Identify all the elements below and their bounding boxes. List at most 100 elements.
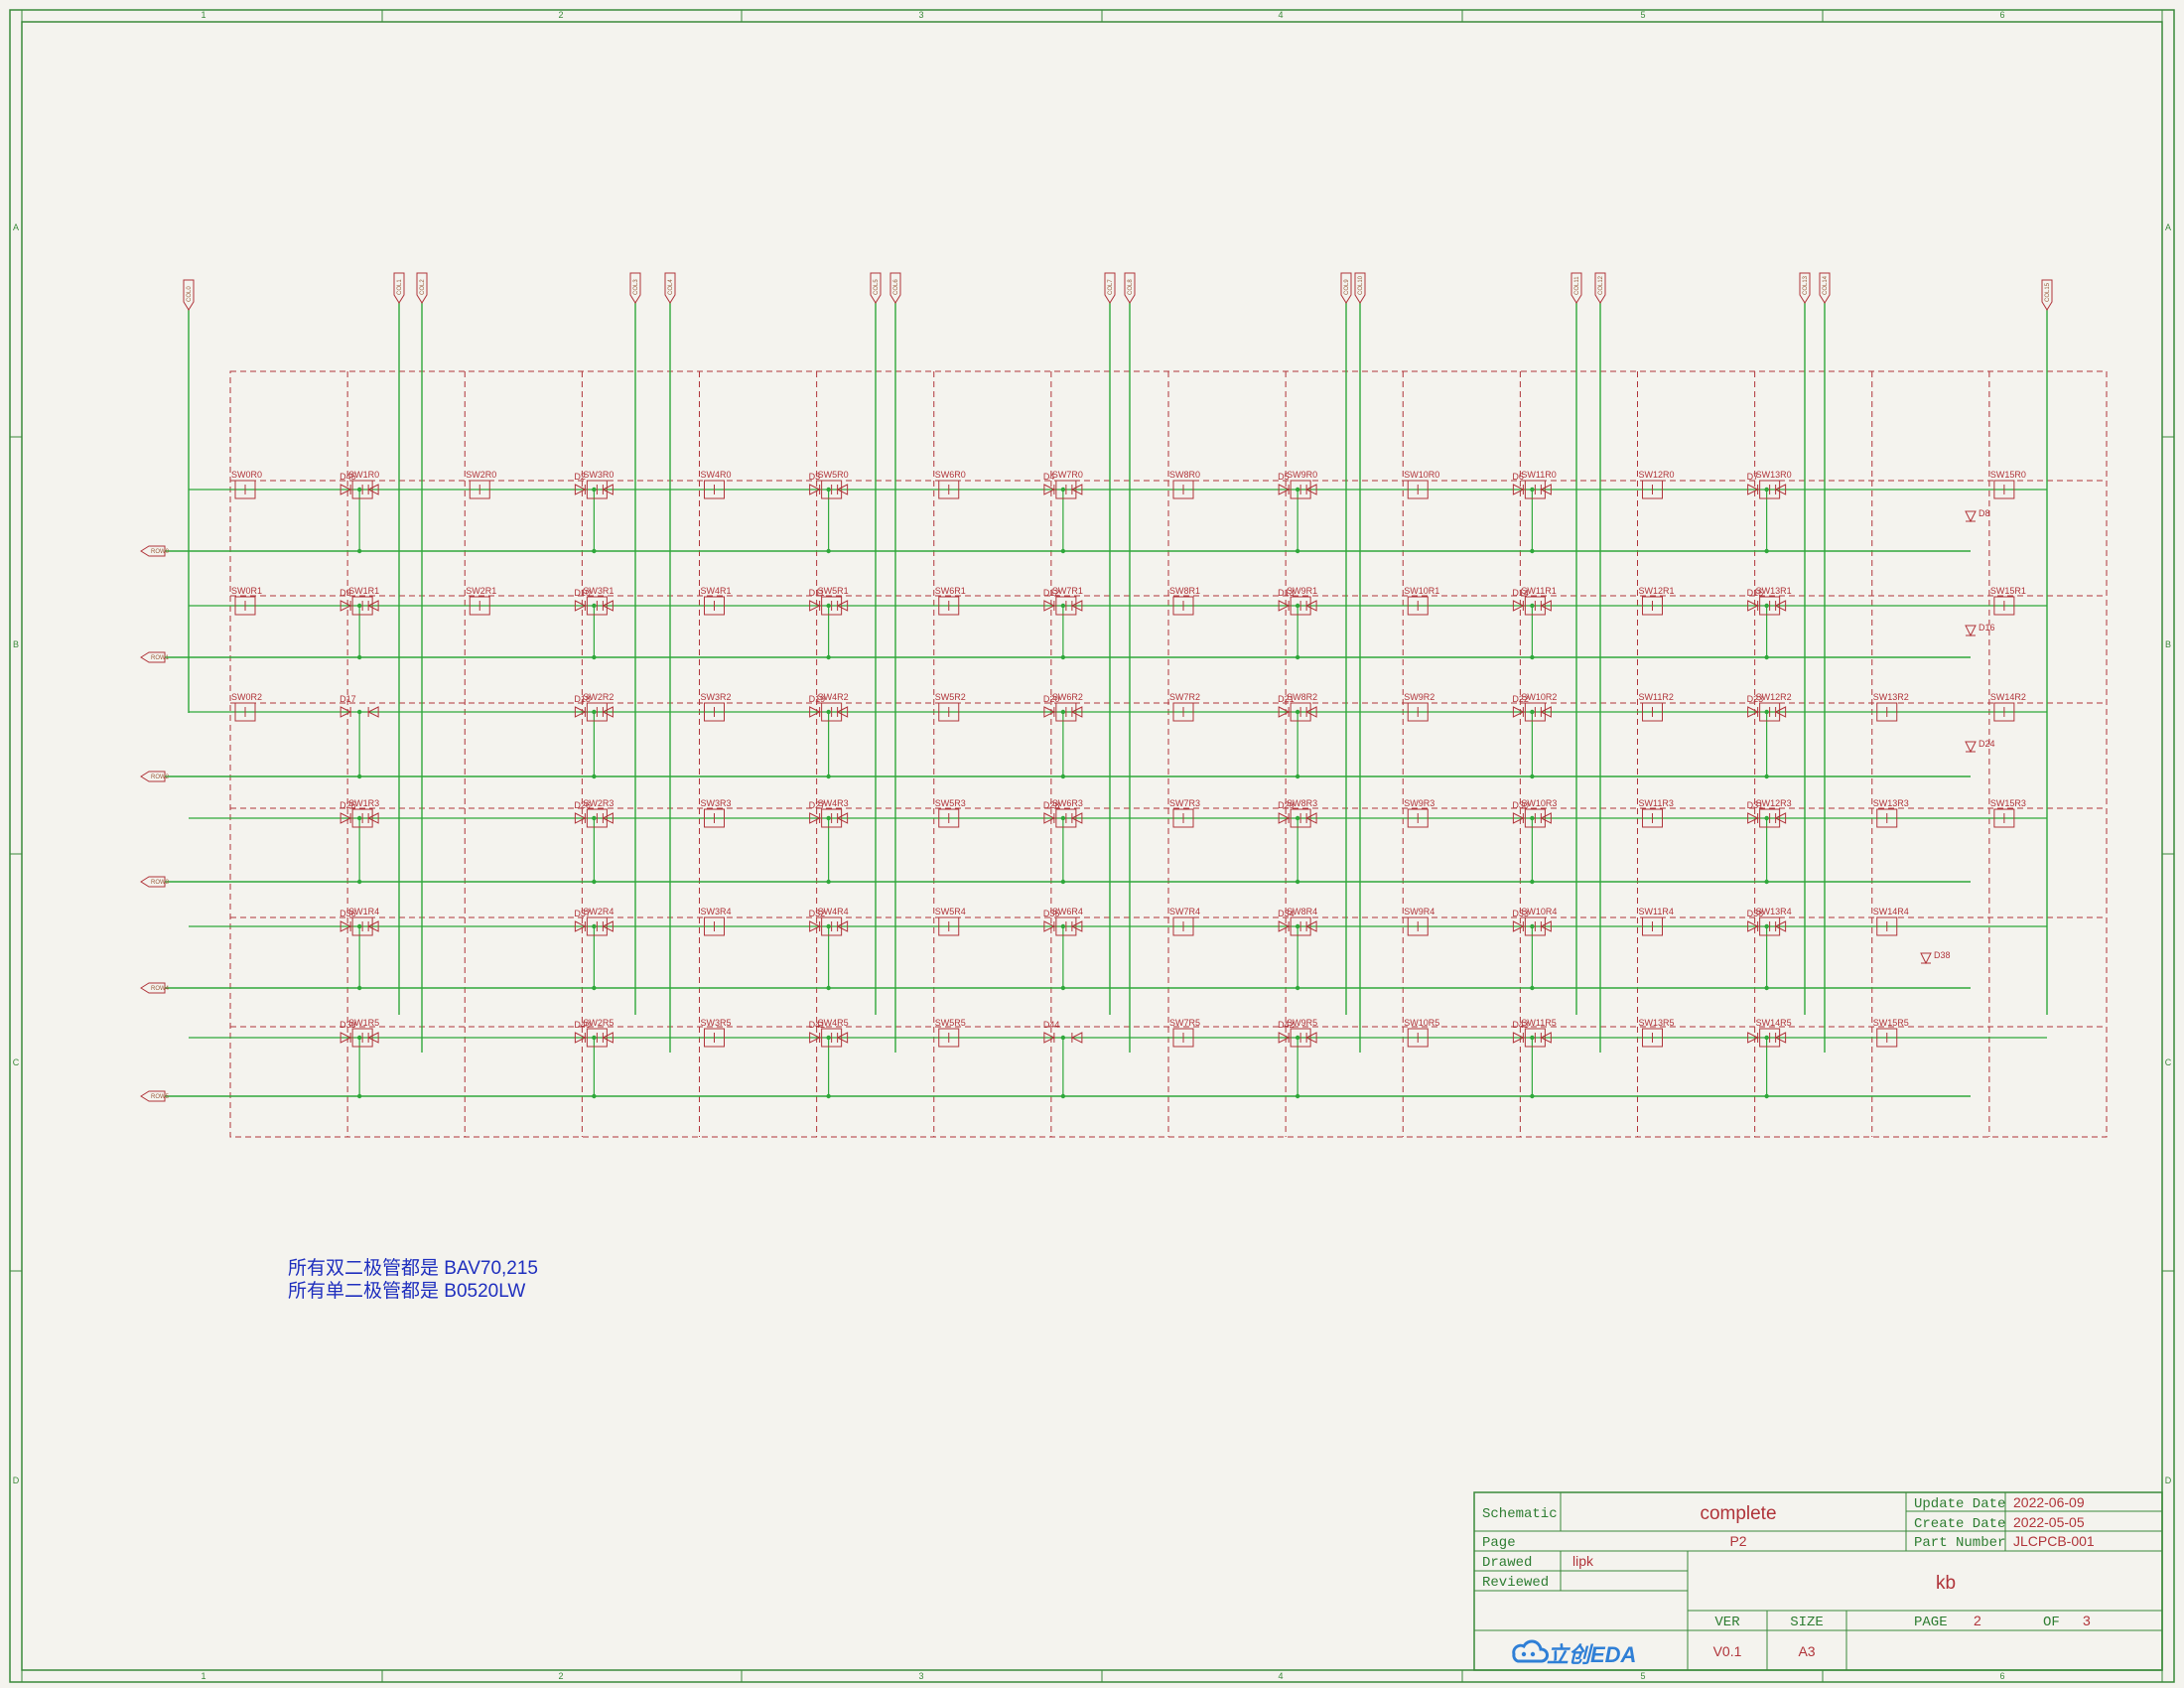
diode [1278,706,1291,718]
switch-designator: SW3R0 [583,470,614,480]
junction-dot [1530,815,1535,821]
diode [602,484,614,495]
switch-designator: SW7R0 [1052,470,1083,480]
junction-dot [1295,654,1300,660]
wire-layer [164,303,2048,1099]
junction-dot [1764,774,1769,779]
junction-dot [1060,654,1066,660]
switch-designator: SW14R4 [1873,907,1909,916]
tb-ver-label: VER [1714,1615,1740,1630]
switch-designator: SW3R3 [701,798,732,808]
diode [1965,625,1977,637]
switch-designator: SW4R1 [701,586,732,596]
diode-designator: D14 [1512,588,1529,598]
switch-designator: SW6R1 [935,586,966,596]
key-switch [938,916,960,936]
junction-dot [592,815,597,821]
net-port-row [140,651,166,663]
switch-designator: SW1R0 [348,470,379,480]
net-label-row: ROW3 [151,880,170,886]
zone-col-1: 1 [201,10,205,20]
key-switch [1055,702,1077,722]
net-port-column [1570,272,1582,304]
diode [1305,600,1317,612]
tb-of-label: OF [2043,1615,2060,1630]
diode [1070,484,1083,495]
key-switch [1407,916,1429,936]
diode [809,812,821,824]
key-switch [1407,1028,1429,1048]
switch-designator: SW4R4 [818,907,849,916]
switch-designator: SW10R2 [1521,692,1557,702]
diode [1774,600,1787,612]
switch-designator: SW8R3 [1287,798,1317,808]
junction-dot [1295,487,1300,492]
switch-designator: SW12R2 [1756,692,1792,702]
key-switch [1759,596,1781,616]
diode [1920,952,1932,965]
net-port-column [416,272,428,304]
junction-dot [1530,879,1535,885]
key-switch [1290,480,1311,499]
key-switch [821,916,843,936]
switch-designator: SW8R2 [1287,692,1317,702]
key-switch [586,480,608,499]
switch-designator: SW12R3 [1756,798,1792,808]
switch-designator: SW6R3 [1052,798,1083,808]
key-switch [586,916,608,936]
switch-designator: SW9R1 [1287,586,1317,596]
junction-dot [1530,923,1535,929]
key-switch [1876,916,1898,936]
diode-designator: D34 [1278,909,1295,918]
junction-dot [1530,548,1535,554]
junction-dot [1295,709,1300,715]
junction-dot [826,923,831,929]
diode-designator: D38 [1934,950,1951,960]
junction-dot [1295,603,1300,609]
diode [574,706,587,718]
switch-designator: SW1R1 [348,586,379,596]
switch-designator: SW2R2 [583,692,614,702]
key-switch [1993,702,2015,722]
key-switch [469,480,490,499]
key-switch [1290,596,1311,616]
diode [1512,484,1525,495]
junction-dot [1764,487,1769,492]
diode [1747,484,1759,495]
key-switch [1759,916,1781,936]
net-port-row [140,982,166,994]
zone-row-C: C [2165,1057,2172,1067]
switch-designator: SW12R1 [1639,586,1675,596]
net-label-column: COL1 [397,279,403,295]
switch-designator: SW9R4 [1404,907,1434,916]
diode-designator: D44 [1043,1020,1060,1030]
junction-dot [356,1035,362,1041]
diode [602,812,614,824]
key-switch [1172,596,1194,616]
key-switch [469,596,490,616]
junction-dot [826,709,831,715]
switch-designator: SW3R1 [583,586,614,596]
diode-designator: D20 [1043,694,1060,704]
diode [836,600,849,612]
junction-dot [592,1035,597,1041]
key-switch [586,1028,608,1048]
diode [1774,484,1787,495]
diode-designator: D38 [1747,909,1764,918]
diode-designator: D31 [1747,800,1764,810]
switch-designator: SW13R5 [1639,1018,1675,1028]
diode-designator: D27 [809,800,826,810]
key-switch [1759,1028,1781,1048]
switch-designator: SW15R5 [1873,1018,1909,1028]
title-block: Schematic complete Page P2 Drawed lipk R… [1473,1491,2163,1671]
zone-col-3: 3 [918,10,923,20]
junction-dot [1530,1035,1535,1041]
switch-designator: SW11R0 [1521,470,1556,480]
junction-dot [1060,1093,1066,1099]
diode-designator: D18 [574,694,591,704]
key-switch [704,1028,725,1048]
diode-designator: D17 [340,694,356,704]
key-switch [1055,596,1077,616]
